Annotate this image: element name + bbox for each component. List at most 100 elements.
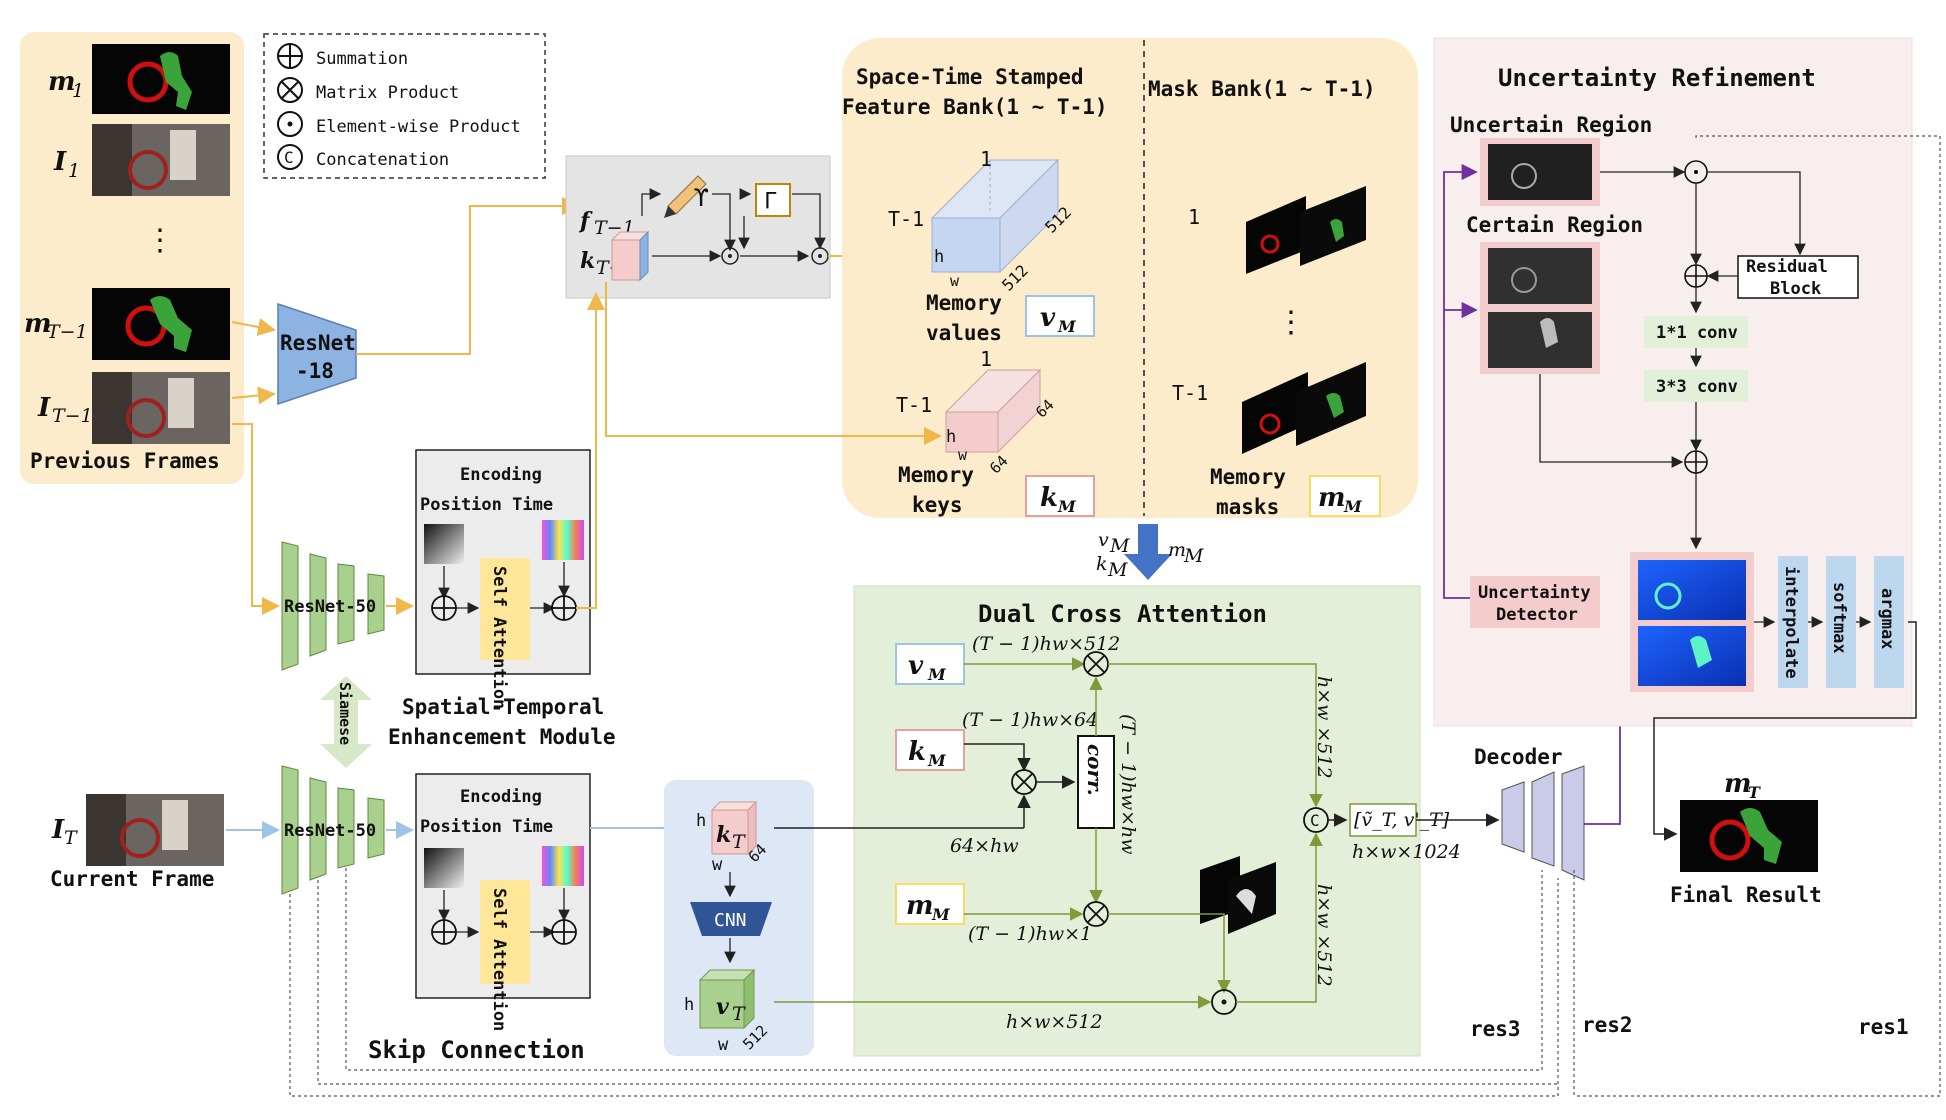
values-w: w — [950, 272, 960, 290]
k-T1-cube — [610, 230, 650, 282]
previous-frames-panel: m 1 I 1 ⋮ m T−1 I T−1 Prev — [20, 32, 244, 484]
resnet50-bottom: ResNet-50 — [281, 765, 385, 895]
m1-symbol: m — [48, 67, 76, 97]
resnet18-line1: ResNet — [280, 331, 356, 355]
legend-summation: Summation — [316, 49, 408, 69]
svg-text:C: C — [1310, 811, 1320, 830]
resnet50-top: ResNet-50 — [281, 541, 385, 671]
values-symbol-box: v M — [1025, 295, 1095, 337]
i1-symbol: I — [53, 147, 67, 177]
dca-title: Dual Cross Attention — [978, 600, 1267, 628]
position-encoding-top — [424, 524, 464, 564]
previous-frames-title: Previous Frames — [30, 449, 220, 473]
final-label: Final Result — [1670, 883, 1822, 907]
values-t1: T-1 — [888, 207, 924, 231]
stem-top-title2: Position Time — [420, 495, 553, 515]
arrow-kM-sub: M — [1107, 559, 1128, 581]
feature-bank-title2: Feature Bank(1 ~ T-1) — [842, 95, 1108, 119]
bank-to-dca-arrow: v M k M m M — [1096, 524, 1204, 581]
stem-bottom-title1: Encoding — [460, 787, 542, 807]
mask-bank-t1: T-1 — [1172, 381, 1208, 405]
uncertainty-title: Uncertainty Refinement — [1498, 64, 1816, 92]
upsilon-symbol: ϒ — [694, 184, 709, 212]
keys-symbol-box: k M — [1025, 475, 1095, 517]
feature-bank-title1: Space-Time Stamped — [856, 65, 1084, 89]
current-frame-label: Current Frame — [50, 867, 214, 891]
concatenation-icon: C — [277, 144, 303, 170]
memory-keys-cube — [944, 368, 1042, 454]
concat-box — [1349, 803, 1417, 837]
iT1-symbol: I — [37, 393, 51, 423]
cnn-label: CNN — [714, 910, 747, 931]
memory-keys-label2: keys — [912, 493, 963, 517]
summation-icon — [277, 43, 303, 69]
dca-right-bot-dim: h×w ×512 — [1313, 884, 1335, 987]
svg-text:m: m — [1318, 483, 1346, 513]
decoder: Decoder res3 res2 res1 — [1470, 745, 1909, 1041]
arrow-vM: v — [1098, 529, 1109, 551]
legend-concatenation: Concatenation — [316, 150, 449, 170]
dca-vM-box — [895, 643, 965, 685]
current-frame-sub: T — [64, 827, 78, 849]
dca-vM-sub: M — [927, 665, 947, 684]
residual-line1: Residual — [1746, 257, 1828, 277]
keys-connection — [605, 282, 942, 445]
pencil-icon — [664, 175, 707, 218]
certain-region-label: Certain Region — [1466, 213, 1643, 237]
keys-t1: T-1 — [896, 393, 932, 417]
stem-bottom-title2: Position Time — [420, 817, 553, 837]
concat-box-label: [ṽ_T, v'_T] — [1354, 809, 1450, 831]
memory-masks-label2: masks — [1216, 495, 1279, 519]
res1-skip — [1574, 135, 1941, 1097]
detector-line2: Detector — [1496, 605, 1578, 625]
arrow-mM: m — [1168, 539, 1186, 561]
mT1-sub: T−1 — [47, 321, 88, 343]
skip-connection-label: Skip Connection — [368, 1036, 585, 1064]
dca-kM-sub: M — [927, 751, 947, 770]
cnn-block: k T h w 64 CNN v T h w 512 — [664, 780, 814, 1056]
argmax-to-final — [1653, 621, 1917, 841]
siamese-arrow: Siamese — [320, 676, 372, 768]
vT-symbol: v — [716, 994, 729, 1020]
dca-mM-sub: M — [931, 905, 951, 924]
final-symbol: m — [1724, 769, 1752, 799]
decoder-title: Decoder — [1474, 745, 1563, 769]
mask-bank-dots: ⋮ — [1276, 305, 1306, 340]
interpolate-label: interpolate — [1781, 566, 1801, 679]
stem-top: Encoding Position Time Self Attention — [415, 449, 591, 709]
keys-one: 1 — [980, 347, 992, 371]
conv1-label: 1*1 conv — [1656, 323, 1738, 343]
svg-text:C: C — [284, 148, 294, 167]
mask-pair-first — [1246, 186, 1366, 274]
kT-sub: T — [732, 831, 746, 853]
argmax-label: argmax — [1877, 588, 1897, 649]
matrix-product-icon — [277, 77, 303, 103]
res3-label: res3 — [1470, 1017, 1521, 1041]
skip-connections: Skip Connection — [289, 868, 1559, 1097]
mask-bank-one: 1 — [1188, 205, 1200, 229]
kT-w: w — [712, 855, 723, 875]
uncertainty-detector — [1470, 576, 1600, 628]
siamese-label: Siamese — [336, 682, 354, 745]
stem-title1: Spatial-Temporal — [402, 695, 604, 719]
stem-top-title1: Encoding — [460, 465, 542, 485]
res1-label: res1 — [1858, 1015, 1909, 1039]
dca-mM-box — [895, 883, 965, 925]
resnet18-line2: -18 — [296, 359, 334, 383]
argmax-box — [1874, 556, 1904, 688]
refined-probability-maps — [1630, 552, 1754, 692]
resnet50-bottom-label: ResNet-50 — [284, 821, 376, 841]
uncertain-region-label: Uncertain Region — [1450, 113, 1652, 137]
final-result: m T Final Result — [1670, 769, 1822, 907]
corr-box — [1077, 735, 1115, 829]
values-h: h — [934, 247, 944, 267]
res2-label: res2 — [1582, 1013, 1633, 1037]
k-T1-symbol: k — [580, 248, 595, 274]
position-encoding-bottom — [424, 848, 464, 888]
mask-pair-last — [1242, 362, 1366, 454]
dca-k-dim: (T − 1)hw×64 — [962, 709, 1098, 731]
mT1-symbol: m — [24, 309, 52, 339]
softmax-box — [1826, 556, 1856, 688]
frames-dots: ⋮ — [145, 223, 175, 258]
iT1-sub: T−1 — [52, 405, 93, 427]
